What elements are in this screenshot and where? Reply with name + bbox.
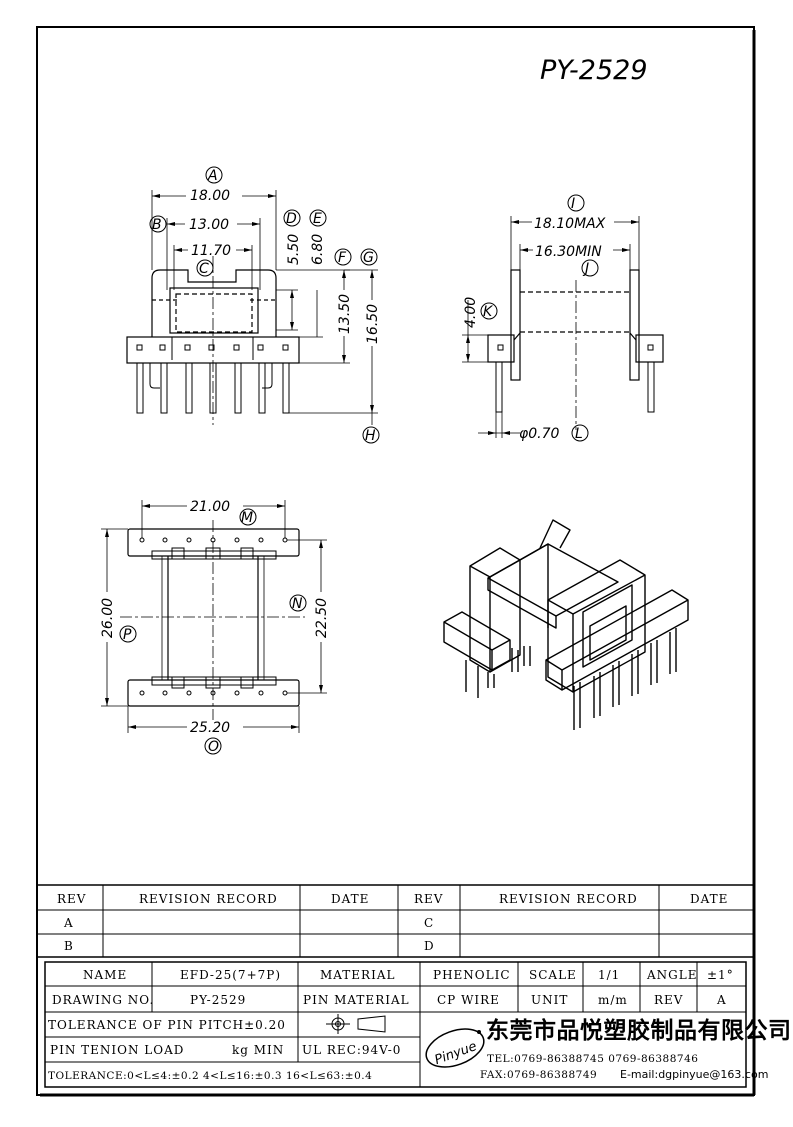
dim-e: 6.80 xyxy=(310,234,326,265)
label-g: G xyxy=(363,250,374,266)
rev-row-d: D xyxy=(424,939,435,953)
unit-value: m/m xyxy=(598,993,628,1007)
ul-rating: UL REC:94V-0 xyxy=(302,1043,401,1057)
material-label: MATERIAL xyxy=(320,968,395,982)
name-label: NAME xyxy=(83,968,127,982)
label-n: N xyxy=(292,596,303,612)
drawing-no-label: DRAWING NO. xyxy=(52,993,154,1007)
company-name: 东莞市品悦塑胶制品有限公司 xyxy=(486,1017,792,1044)
dim-p: 26.00 xyxy=(100,598,116,638)
dim-m: 21.00 xyxy=(190,499,230,515)
revision-record-header: REVISION RECORD xyxy=(139,892,278,906)
scale-label: SCALE xyxy=(529,968,577,982)
dim-d: 5.50 xyxy=(286,234,302,265)
pinyue-logo: Pinyue xyxy=(425,1028,485,1068)
dim-c: 11.70 xyxy=(191,243,231,259)
label-l: L xyxy=(575,426,583,442)
revision-record-header-2: REVISION RECORD xyxy=(499,892,638,906)
date-header-2: DATE xyxy=(690,892,728,906)
rev-header: REV xyxy=(57,892,86,906)
dim-n: 22.50 xyxy=(314,598,330,638)
bottom-view xyxy=(101,500,327,733)
label-c: C xyxy=(199,261,209,277)
date-header: DATE xyxy=(331,892,369,906)
pin-tension-unit: kg MIN xyxy=(232,1043,284,1057)
label-b: B xyxy=(152,217,162,233)
dim-k: 4.00 xyxy=(463,297,479,328)
unit-label: UNIT xyxy=(531,993,568,1007)
label-f: F xyxy=(338,250,347,266)
rev-row-c: C xyxy=(424,916,434,930)
outer-border xyxy=(36,26,755,1096)
company-tel: TEL:0769-86388745 0769-86388746 xyxy=(487,1053,698,1065)
company-email: E-mail:dgpinyue@163.com xyxy=(620,1068,768,1081)
pin-tension-label: PIN TENION LOAD xyxy=(50,1043,184,1057)
rev-row-b: B xyxy=(64,939,74,953)
dim-b: 13.00 xyxy=(189,217,229,233)
dim-g: 16.50 xyxy=(365,304,381,344)
dim-i: 18.10MAX xyxy=(534,216,606,232)
isometric-view xyxy=(443,519,689,730)
tolerance-pin-pitch: TOLERANCE OF PIN PITCH±0.20 xyxy=(48,1018,286,1032)
label-h: H xyxy=(365,428,376,444)
drawing-no-value: PY-2529 xyxy=(190,993,246,1007)
label-m: M xyxy=(241,510,253,526)
label-e: E xyxy=(313,211,322,227)
front-view xyxy=(126,190,378,425)
rev-value: A xyxy=(716,993,727,1007)
angle-label: ANGLE xyxy=(646,968,697,982)
tolerance-table: TOLERANCE:0<L≤4:±0.2 4<L≤16:±0.3 16<L≤63… xyxy=(48,1070,372,1082)
projection-symbol-icon xyxy=(326,1014,386,1034)
rev-row-a: A xyxy=(63,916,74,930)
angle-value: ±1° xyxy=(707,968,734,982)
dim-l: φ0.70 xyxy=(519,426,560,442)
label-o: O xyxy=(208,739,219,755)
label-p: P xyxy=(123,627,132,643)
drawing-title: PY-2529 xyxy=(540,55,648,86)
dim-o: 25.20 xyxy=(190,720,230,736)
rev-label: REV xyxy=(654,993,683,1007)
revision-table xyxy=(37,884,754,958)
name-value: EFD-25(7+7P) xyxy=(180,968,281,982)
label-j: J xyxy=(582,261,589,277)
pin-material-label: PIN MATERIAL xyxy=(303,993,410,1007)
pin-material-value: CP WIRE xyxy=(437,993,500,1007)
material-value: PHENOLIC xyxy=(433,968,511,982)
dim-a: 18.00 xyxy=(190,188,230,204)
dim-j: 16.30MIN xyxy=(535,244,602,260)
title-block xyxy=(44,961,747,1088)
label-i: I xyxy=(571,196,575,212)
label-k: K xyxy=(483,304,494,320)
logo-text: Pinyue xyxy=(433,1039,479,1068)
company-fax: FAX:0769-86388749 xyxy=(480,1069,597,1081)
dim-f: 13.50 xyxy=(337,294,353,334)
label-d: D xyxy=(286,211,297,227)
label-a: A xyxy=(207,168,218,184)
scale-value: 1/1 xyxy=(598,968,620,982)
rev-header-2: REV xyxy=(414,892,443,906)
